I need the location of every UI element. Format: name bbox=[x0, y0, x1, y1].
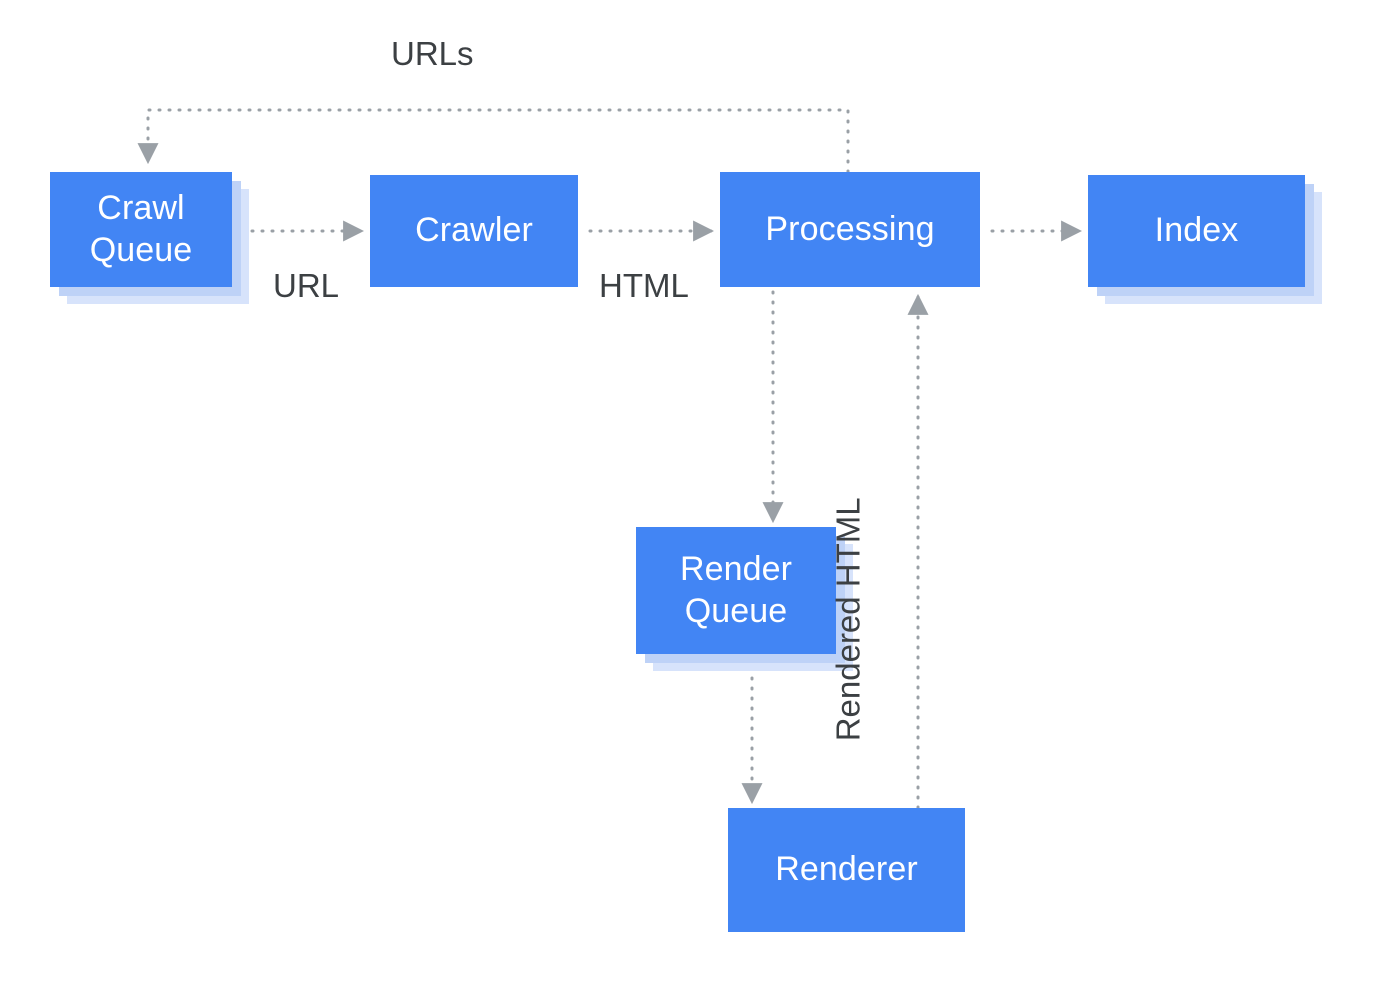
edge-label-html: HTML bbox=[599, 267, 689, 304]
node-face: Crawl Queue bbox=[50, 172, 232, 287]
edge-urls-feedback bbox=[137, 108, 850, 174]
node-crawler[interactable]: Crawler bbox=[370, 175, 578, 287]
node-face: Processing bbox=[720, 172, 980, 287]
node-label-render-queue: Render Queue bbox=[679, 550, 793, 630]
node-label-index: Index bbox=[1154, 211, 1239, 250]
node-label-renderer: Renderer bbox=[775, 850, 918, 889]
node-label-processing: Processing bbox=[765, 209, 935, 248]
node-face: Index bbox=[1088, 175, 1305, 287]
node-processing[interactable]: Processing bbox=[720, 172, 980, 287]
node-face: Render Queue bbox=[636, 527, 836, 654]
node-label-crawler: Crawler bbox=[415, 211, 533, 250]
node-label-crawl-queue: Crawl Queue bbox=[89, 189, 193, 269]
node-face: Crawler bbox=[370, 175, 578, 287]
edge-label-url: URL bbox=[273, 267, 340, 304]
edge-label-rendered-html: Rendered HTML bbox=[829, 497, 867, 742]
node-renderer[interactable]: Renderer bbox=[728, 808, 965, 932]
node-face: Renderer bbox=[728, 808, 965, 932]
node-index[interactable]: Index bbox=[1088, 175, 1322, 304]
edge-label-urls: URLs bbox=[391, 35, 474, 72]
node-crawl-queue[interactable]: Crawl Queue bbox=[50, 172, 249, 304]
node-render-queue[interactable]: Render Queue bbox=[636, 527, 853, 671]
